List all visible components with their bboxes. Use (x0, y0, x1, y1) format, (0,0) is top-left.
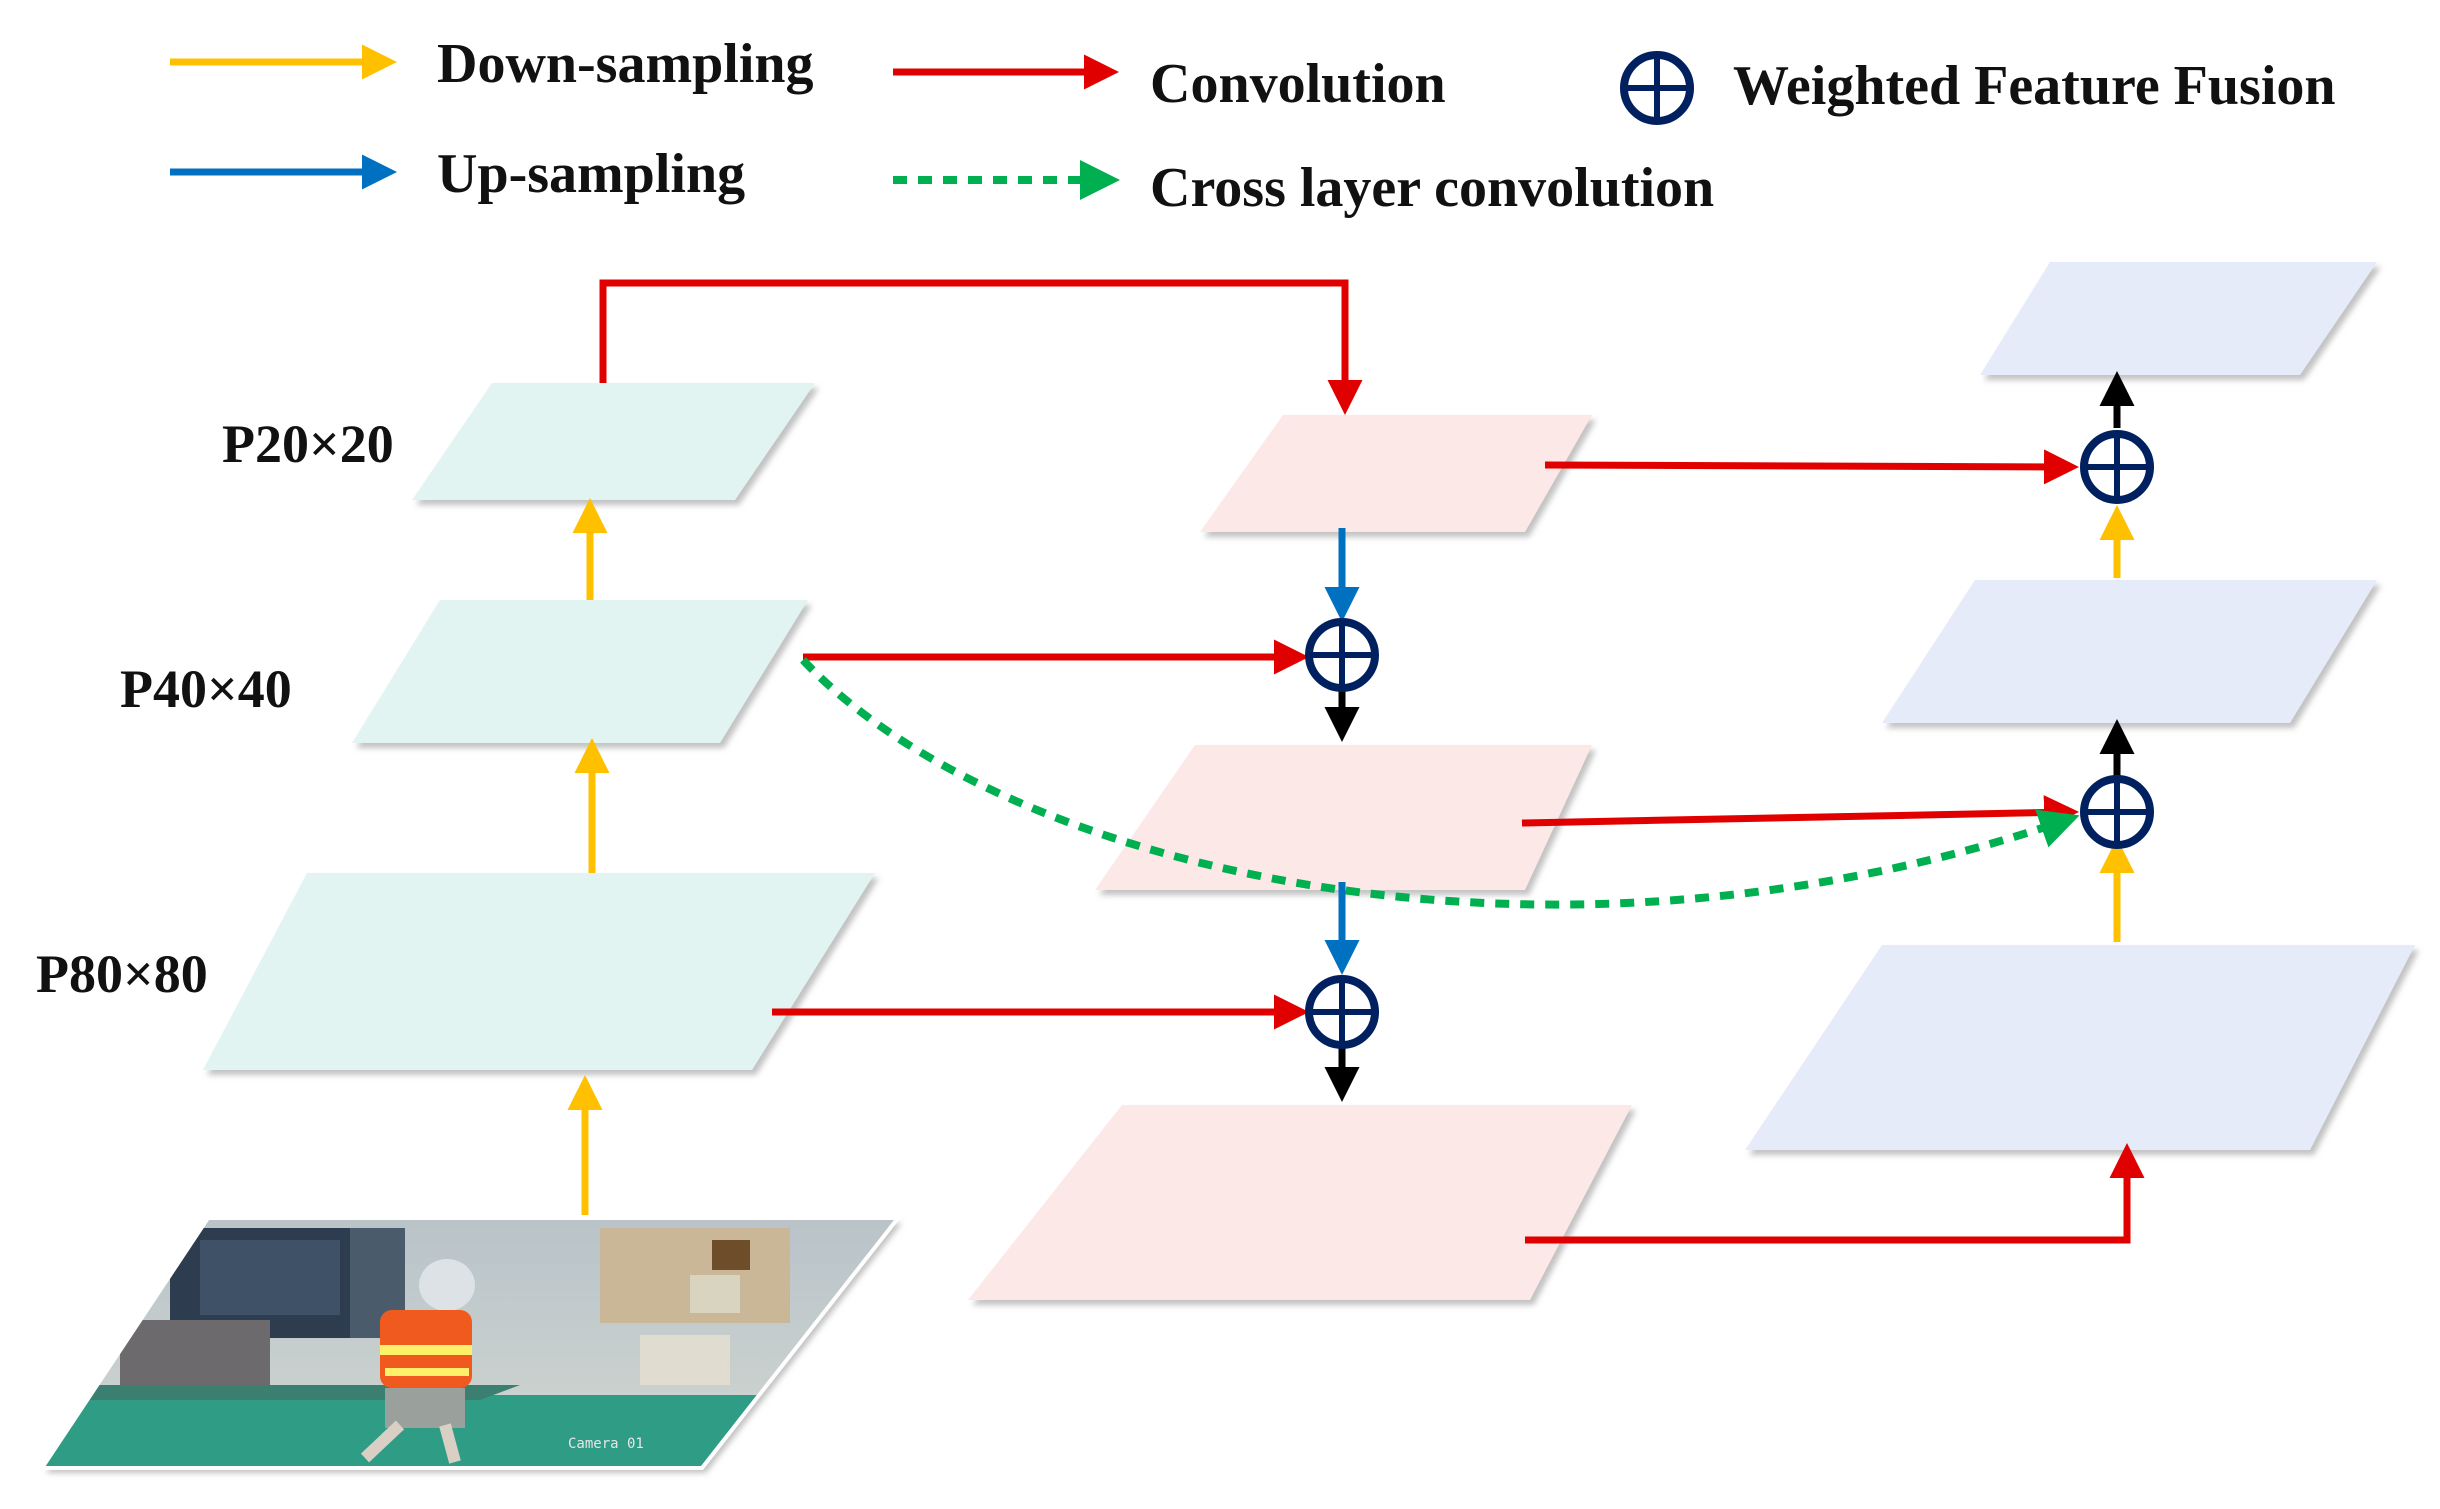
neck-plane-middle (1095, 745, 1592, 890)
level-label-p40: P40×40 (120, 659, 292, 719)
backbone-plane-p20 (412, 383, 815, 500)
head-plane-middle (1882, 580, 2377, 723)
level-label-p20: P20×20 (222, 414, 394, 474)
input-image: Camera 01 (38, 1216, 903, 1470)
neck-plane-top (1200, 415, 1592, 532)
backbone-planes (203, 383, 875, 1070)
circled-plus-icon (1305, 618, 1379, 692)
head-planes (1745, 262, 2415, 1150)
legend-downsampling-label: Down-sampling (437, 33, 814, 95)
down-sampling-arrows (567, 498, 2135, 1215)
level-label-p80: P80×80 (36, 944, 208, 1004)
backbone-plane-p80 (203, 873, 875, 1070)
legend-fusion-label: Weighted Feature Fusion (1733, 55, 2336, 117)
circled-plus-icon (2080, 430, 2154, 504)
backbone-plane-p40 (352, 600, 808, 743)
legend: Down-sampling Up-sampling Convolution Cr… (170, 33, 2336, 219)
head-plane-top (1980, 262, 2377, 375)
circled-plus-icon (2080, 775, 2154, 849)
neck-plane-bottom (968, 1105, 1632, 1300)
legend-cross-layer-label: Cross layer convolution (1150, 157, 1714, 219)
circled-plus-icon (1620, 51, 1694, 125)
convolution-arrows (599, 279, 2145, 1244)
input-image-border (38, 1216, 903, 1470)
fusion-nodes (1305, 430, 2154, 1049)
circled-plus-icon (1305, 975, 1379, 1049)
head-plane-bottom (1745, 945, 2415, 1150)
camera-label: Camera 01 (568, 1436, 644, 1452)
legend-upsampling-label: Up-sampling (437, 143, 745, 205)
legend-convolution-label: Convolution (1150, 53, 1446, 115)
fusion-output-arrows (1324, 371, 2135, 1102)
neck-planes (968, 415, 1632, 1300)
